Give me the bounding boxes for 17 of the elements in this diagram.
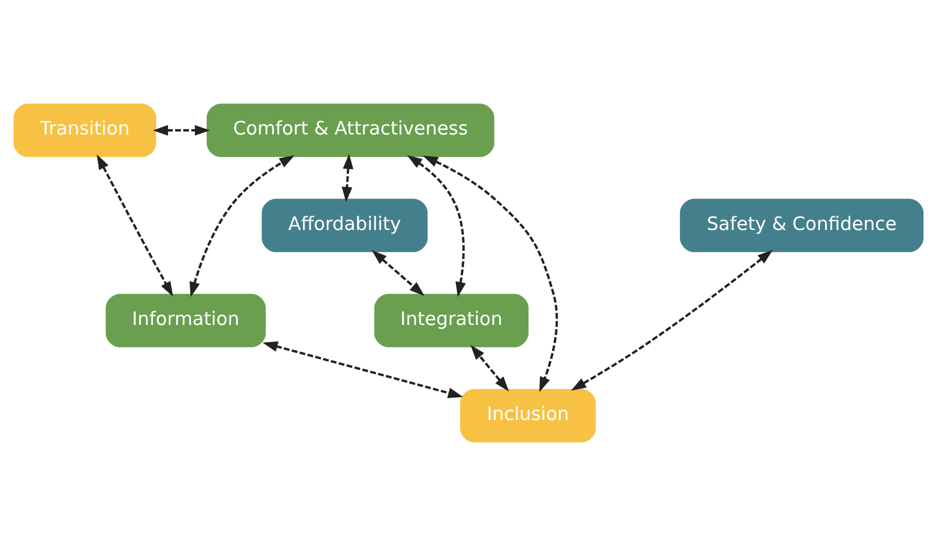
node-box: Safety & Confidence xyxy=(680,198,924,252)
node-box: Integration xyxy=(374,293,529,347)
node-box: Inclusion xyxy=(460,388,596,442)
arrow xyxy=(407,154,466,297)
arrow xyxy=(372,250,424,296)
node-box: Information xyxy=(106,293,266,347)
arrow xyxy=(470,344,509,392)
arrow xyxy=(342,153,354,202)
arrow xyxy=(190,154,295,297)
arrow xyxy=(152,124,210,136)
arrow xyxy=(96,154,174,296)
node-box: Comfort & Attractiveness xyxy=(206,103,494,156)
arrow xyxy=(422,155,558,392)
arrow xyxy=(262,340,464,398)
arrow xyxy=(571,250,773,390)
node-box: Transition xyxy=(14,103,156,156)
node-box: Affordability xyxy=(262,198,428,252)
